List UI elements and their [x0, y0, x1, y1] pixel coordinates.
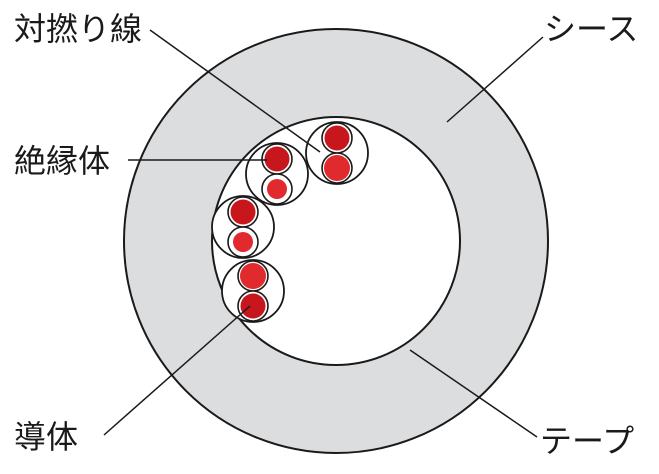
label-conductor: 導体	[14, 418, 78, 456]
conductor	[240, 293, 266, 319]
twisted-pair-3	[211, 195, 275, 259]
twisted-pair-4	[221, 259, 285, 323]
conductor	[230, 199, 256, 225]
leader-line-twisted-pair	[149, 29, 321, 153]
twisted-pair-2	[245, 142, 309, 206]
leader-line-conductor	[103, 305, 251, 436]
label-sheath: シース	[544, 10, 638, 48]
twisted-pair-1	[305, 121, 369, 185]
conductor	[264, 146, 290, 172]
conductor	[240, 263, 266, 289]
leader-line-tape	[409, 349, 538, 438]
label-insulator: 絶縁体	[14, 142, 110, 180]
label-twisted-pair: 対撚り線	[14, 10, 142, 48]
conductor	[324, 125, 350, 151]
conductor	[233, 232, 253, 252]
conductor	[267, 179, 287, 199]
label-tape: テープ	[540, 422, 634, 460]
leader-line-sheath	[446, 36, 544, 123]
conductor	[324, 155, 350, 181]
